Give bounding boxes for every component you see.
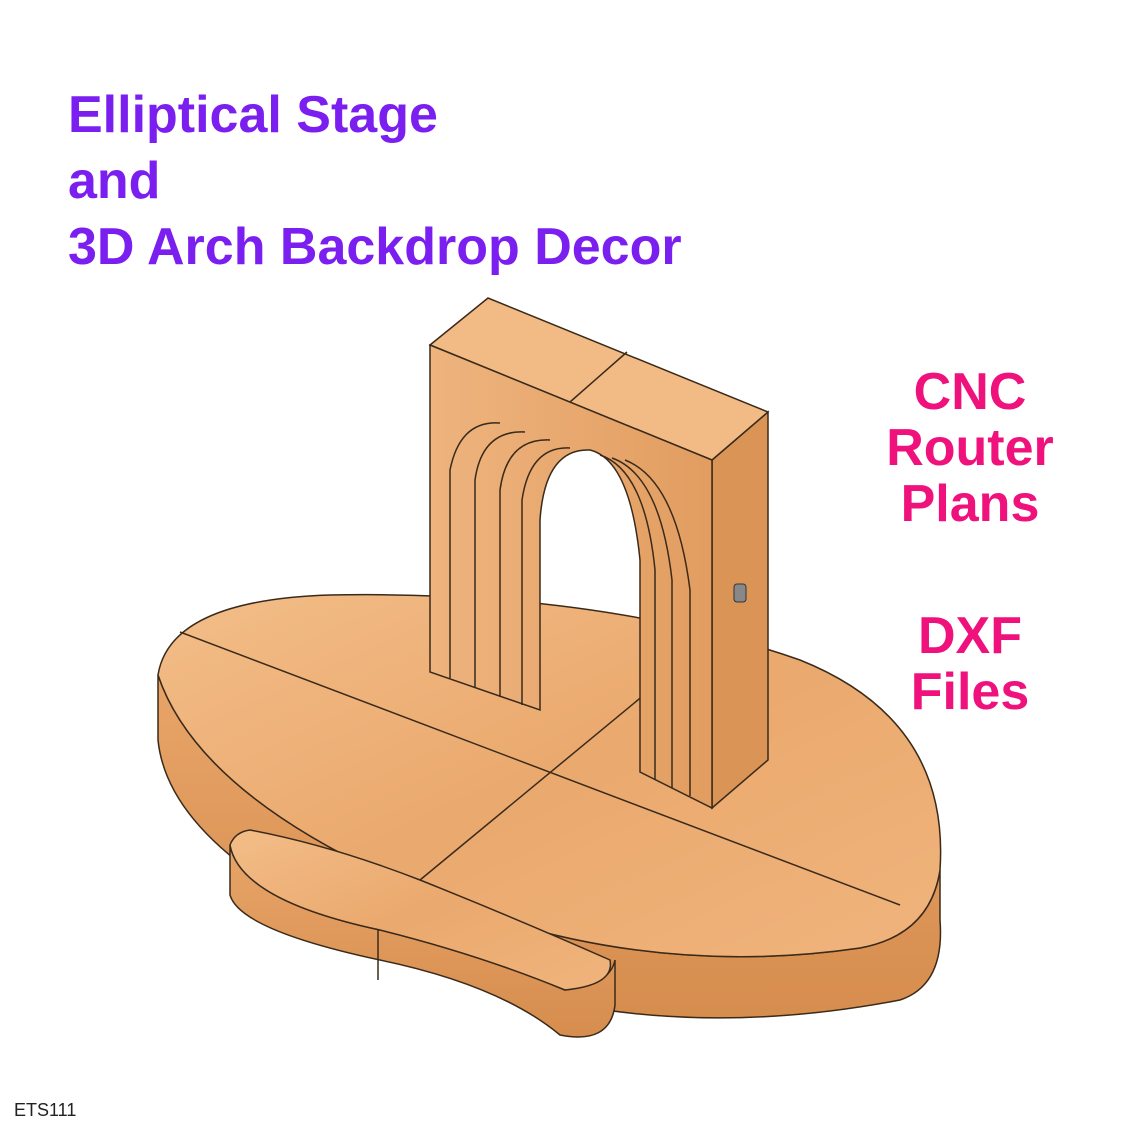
title-line-3: 3D Arch Backdrop Decor (68, 218, 682, 276)
cnc-line-1: CNC (913, 363, 1027, 421)
cnc-line-3: Plans (900, 475, 1040, 533)
product-title: Elliptical Stage and 3D Arch Backdrop De… (68, 82, 682, 280)
arch-backdrop (428, 297, 770, 810)
arch-handle (733, 583, 747, 603)
dxf-line-1: DXF (918, 607, 1022, 665)
title-line-2: and (68, 152, 161, 210)
product-code: ETS111 (14, 1100, 77, 1120)
cnc-router-plans-label: CNC Router Plans (840, 364, 1100, 532)
dxf-files-label: DXF Files (840, 608, 1100, 720)
dxf-line-2: Files (910, 663, 1030, 721)
title-line-1: Elliptical Stage (68, 86, 438, 144)
front-step (229, 829, 616, 1038)
cnc-line-2: Router (886, 419, 1054, 477)
